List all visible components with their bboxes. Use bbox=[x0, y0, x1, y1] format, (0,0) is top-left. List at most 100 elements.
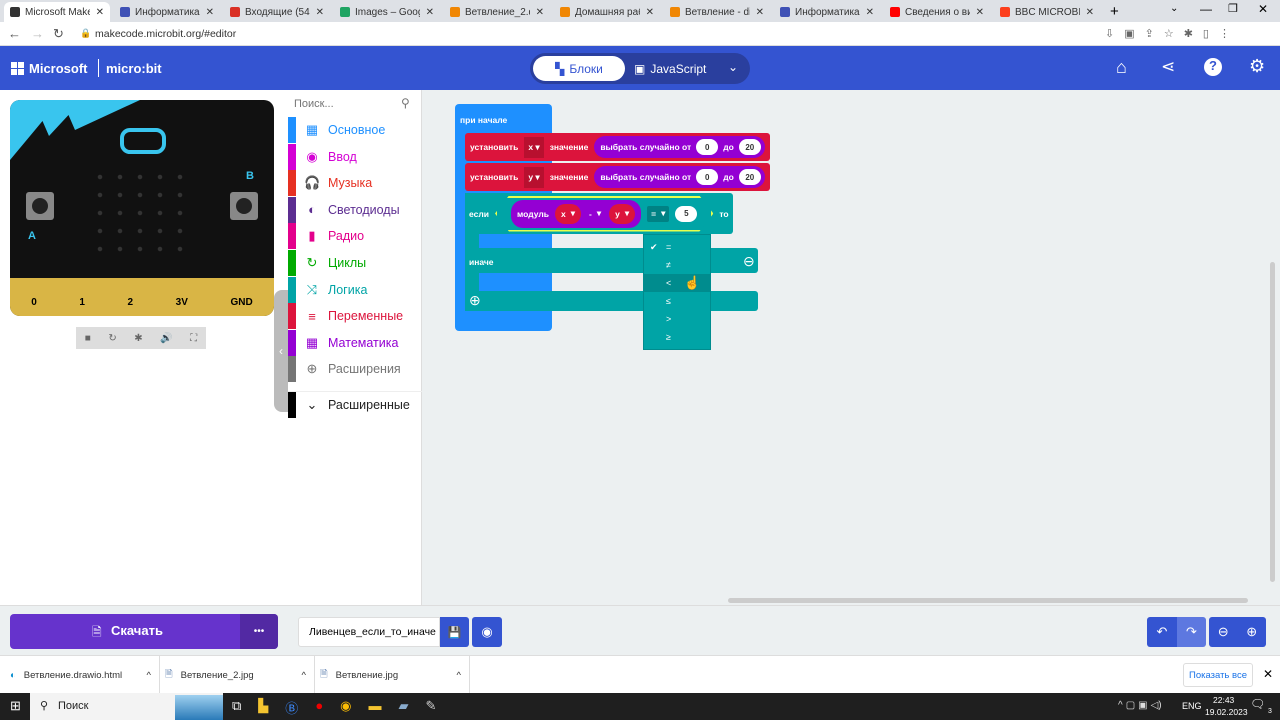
vertical-scrollbar[interactable] bbox=[1270, 262, 1275, 582]
share-icon[interactable]: ⋖ bbox=[1161, 57, 1176, 76]
url-field[interactable]: makecode.microbit.org/#editor bbox=[95, 28, 237, 40]
var-x-dropdown[interactable]: x ▾ bbox=[524, 136, 544, 158]
random-from-input[interactable]: 0 bbox=[696, 169, 719, 185]
browser-tab[interactable]: Информатика - Вс✕ bbox=[114, 2, 220, 22]
browser-tab[interactable]: Microsoft MakeCo✕ bbox=[4, 2, 110, 22]
download-item[interactable]: 🗎Ветвление_2.jpg^ bbox=[165, 656, 315, 694]
close-tab-icon[interactable]: ✕ bbox=[535, 6, 544, 18]
dropdown-option[interactable]: ≠ bbox=[666, 260, 671, 270]
tab-blocks[interactable]: ▚Блоки bbox=[533, 56, 625, 81]
tab-javascript[interactable]: ▣JavaScript bbox=[634, 61, 707, 76]
minus-operator-dropdown[interactable]: -▾ bbox=[588, 208, 602, 219]
pin-3v[interactable]: 3V bbox=[175, 297, 188, 308]
gear-icon[interactable]: ⚙ bbox=[1249, 56, 1266, 76]
close-tab-icon[interactable]: ✕ bbox=[755, 6, 764, 18]
abs-block[interactable]: модуль x▾ -▾ y▾ bbox=[511, 200, 641, 228]
more-options-button[interactable]: ••• bbox=[240, 614, 278, 649]
dropdown-option[interactable]: ✔= bbox=[650, 241, 672, 253]
download-item[interactable]: 🗎Ветвление.jpg^ bbox=[320, 656, 470, 694]
undo-button[interactable]: ↶ bbox=[1147, 617, 1177, 647]
close-tab-icon[interactable]: ✕ bbox=[95, 6, 104, 18]
microsoft-brand[interactable]: Microsoft bbox=[29, 61, 88, 76]
python-icon[interactable]: ▙ bbox=[258, 698, 269, 713]
set-y-block[interactable]: установить y ▾ значение выбрать случайно… bbox=[465, 163, 770, 191]
collapse-simulator-button[interactable]: ‹ bbox=[274, 290, 288, 412]
minimize-button[interactable]: — bbox=[1200, 2, 1212, 16]
close-tab-icon[interactable]: ✕ bbox=[205, 6, 214, 18]
download-item[interactable]: ◐Ветвление.drawio.html^ bbox=[10, 656, 160, 694]
random-block[interactable]: выбрать случайно от 0 до 20 bbox=[594, 166, 765, 188]
compare-block[interactable]: модуль x▾ -▾ y▾ =▾ 5 bbox=[495, 196, 713, 232]
blocks-workspace[interactable]: при начале установить x ▾ значение выбра… bbox=[422, 90, 1280, 605]
redo-button[interactable]: ↷ bbox=[1177, 617, 1206, 647]
file-explorer-icon[interactable]: ▬ bbox=[368, 698, 382, 713]
close-tab-icon[interactable]: ✕ bbox=[645, 6, 654, 18]
chevron-up-icon[interactable]: ^ bbox=[456, 669, 461, 681]
toolbox-category[interactable]: ◐Светодиоды bbox=[288, 196, 422, 223]
dropdown-option[interactable]: ≤ bbox=[666, 296, 671, 306]
chevron-up-icon[interactable]: ^ bbox=[301, 669, 306, 681]
toolbox-search-input[interactable] bbox=[294, 94, 394, 114]
search-icon[interactable]: ⚲ bbox=[401, 96, 410, 110]
tab-search-icon[interactable]: ⌄ bbox=[1170, 3, 1179, 14]
toolbox-category[interactable]: ▦Математика bbox=[288, 329, 422, 356]
dropdown-option[interactable]: > bbox=[666, 314, 672, 324]
pin-gnd[interactable]: GND bbox=[230, 297, 253, 308]
close-tab-icon[interactable]: ✕ bbox=[1085, 6, 1094, 18]
zoom-in-icon[interactable]: ⊕ bbox=[1246, 624, 1258, 639]
reload-icon[interactable]: ↻ bbox=[53, 26, 64, 41]
random-from-input[interactable]: 0 bbox=[696, 139, 719, 155]
random-block[interactable]: выбрать случайно от 0 до 20 bbox=[594, 136, 765, 158]
clock-date[interactable]: 19.02.2023 bbox=[1205, 707, 1248, 717]
close-tab-icon[interactable]: ✕ bbox=[425, 6, 434, 18]
dropdown-option[interactable]: < bbox=[644, 274, 710, 292]
zoom-out-icon[interactable]: ⊖ bbox=[1217, 624, 1229, 639]
mute-icon[interactable]: 🔊 bbox=[160, 332, 173, 344]
close-tab-icon[interactable]: ✕ bbox=[865, 6, 874, 18]
windows-start-icon[interactable]: ⊞ bbox=[10, 698, 21, 713]
task-view-icon[interactable]: ⧉ bbox=[232, 698, 242, 713]
clock-time[interactable]: 22:43 bbox=[1213, 695, 1235, 705]
close-window-button[interactable]: ✕ bbox=[1258, 2, 1269, 16]
if-else-block[interactable]: если модуль x▾ -▾ y▾ =▾ 5 то иначе ⊖ ⊕ bbox=[465, 193, 775, 311]
close-downloads-icon[interactable]: ✕ bbox=[1263, 667, 1274, 681]
project-name-input[interactable] bbox=[298, 617, 440, 647]
taskbar-search[interactable]: ⚲ Поиск bbox=[30, 693, 223, 720]
close-tab-icon[interactable]: ✕ bbox=[315, 6, 324, 18]
microbit-board[interactable]: A B 0 1 2 3V GND bbox=[10, 100, 274, 316]
browser-tab[interactable]: Домашняя работа✕ bbox=[554, 2, 660, 22]
var-y-reporter[interactable]: y▾ bbox=[609, 204, 635, 224]
show-all-button[interactable]: Показать все bbox=[1183, 663, 1253, 687]
toolbox-category[interactable]: ▦Основное bbox=[288, 117, 422, 143]
download-button[interactable]: 🗎 Скачать ••• bbox=[10, 614, 278, 649]
tray-icons[interactable]: ^▢▣◁) bbox=[1118, 700, 1162, 711]
app-b-icon[interactable]: Ⓑ bbox=[285, 701, 299, 716]
pin-0[interactable]: 0 bbox=[31, 297, 37, 308]
var-y-dropdown[interactable]: y ▾ bbox=[524, 166, 544, 188]
forward-icon[interactable]: → bbox=[31, 26, 44, 41]
github-button[interactable]: ◉ bbox=[472, 617, 502, 647]
notifications-icon[interactable]: 🗨 bbox=[1250, 697, 1266, 711]
save-button[interactable]: 💾 bbox=[440, 617, 469, 647]
dropdown-option[interactable]: ≥ bbox=[666, 332, 671, 342]
toolbox-category[interactable]: ≡Переменные bbox=[288, 303, 422, 330]
browser-tab[interactable]: Ветвление_2.draw✕ bbox=[444, 2, 550, 22]
browser-tab[interactable]: Входящие (541) -✕ bbox=[224, 2, 330, 22]
set-x-block[interactable]: установить x ▾ значение выбрать случайно… bbox=[465, 133, 770, 161]
record-icon[interactable]: ● bbox=[315, 698, 324, 713]
toolbox-category[interactable]: ◉Ввод bbox=[288, 143, 422, 170]
close-tab-icon[interactable]: ✕ bbox=[975, 6, 984, 18]
add-else-icon[interactable]: ⊕ bbox=[469, 292, 481, 308]
restore-button[interactable]: ❐ bbox=[1228, 3, 1238, 15]
toolbox-category[interactable]: 🎧Музыка bbox=[288, 170, 422, 197]
random-to-input[interactable]: 20 bbox=[738, 169, 761, 185]
button-b[interactable] bbox=[230, 192, 258, 220]
home-icon[interactable]: ⌂ bbox=[1116, 57, 1127, 77]
compare-value-input[interactable]: 5 bbox=[675, 206, 697, 222]
pin-1[interactable]: 1 bbox=[79, 297, 85, 308]
restart-icon[interactable]: ↻ bbox=[108, 332, 117, 344]
microbit-brand[interactable]: micro:bit bbox=[106, 61, 162, 76]
compare-operator-dropdown[interactable]: =▾ bbox=[647, 206, 669, 222]
debug-icon[interactable]: ✱ bbox=[134, 332, 143, 344]
chevron-up-icon[interactable]: ^ bbox=[146, 669, 151, 681]
